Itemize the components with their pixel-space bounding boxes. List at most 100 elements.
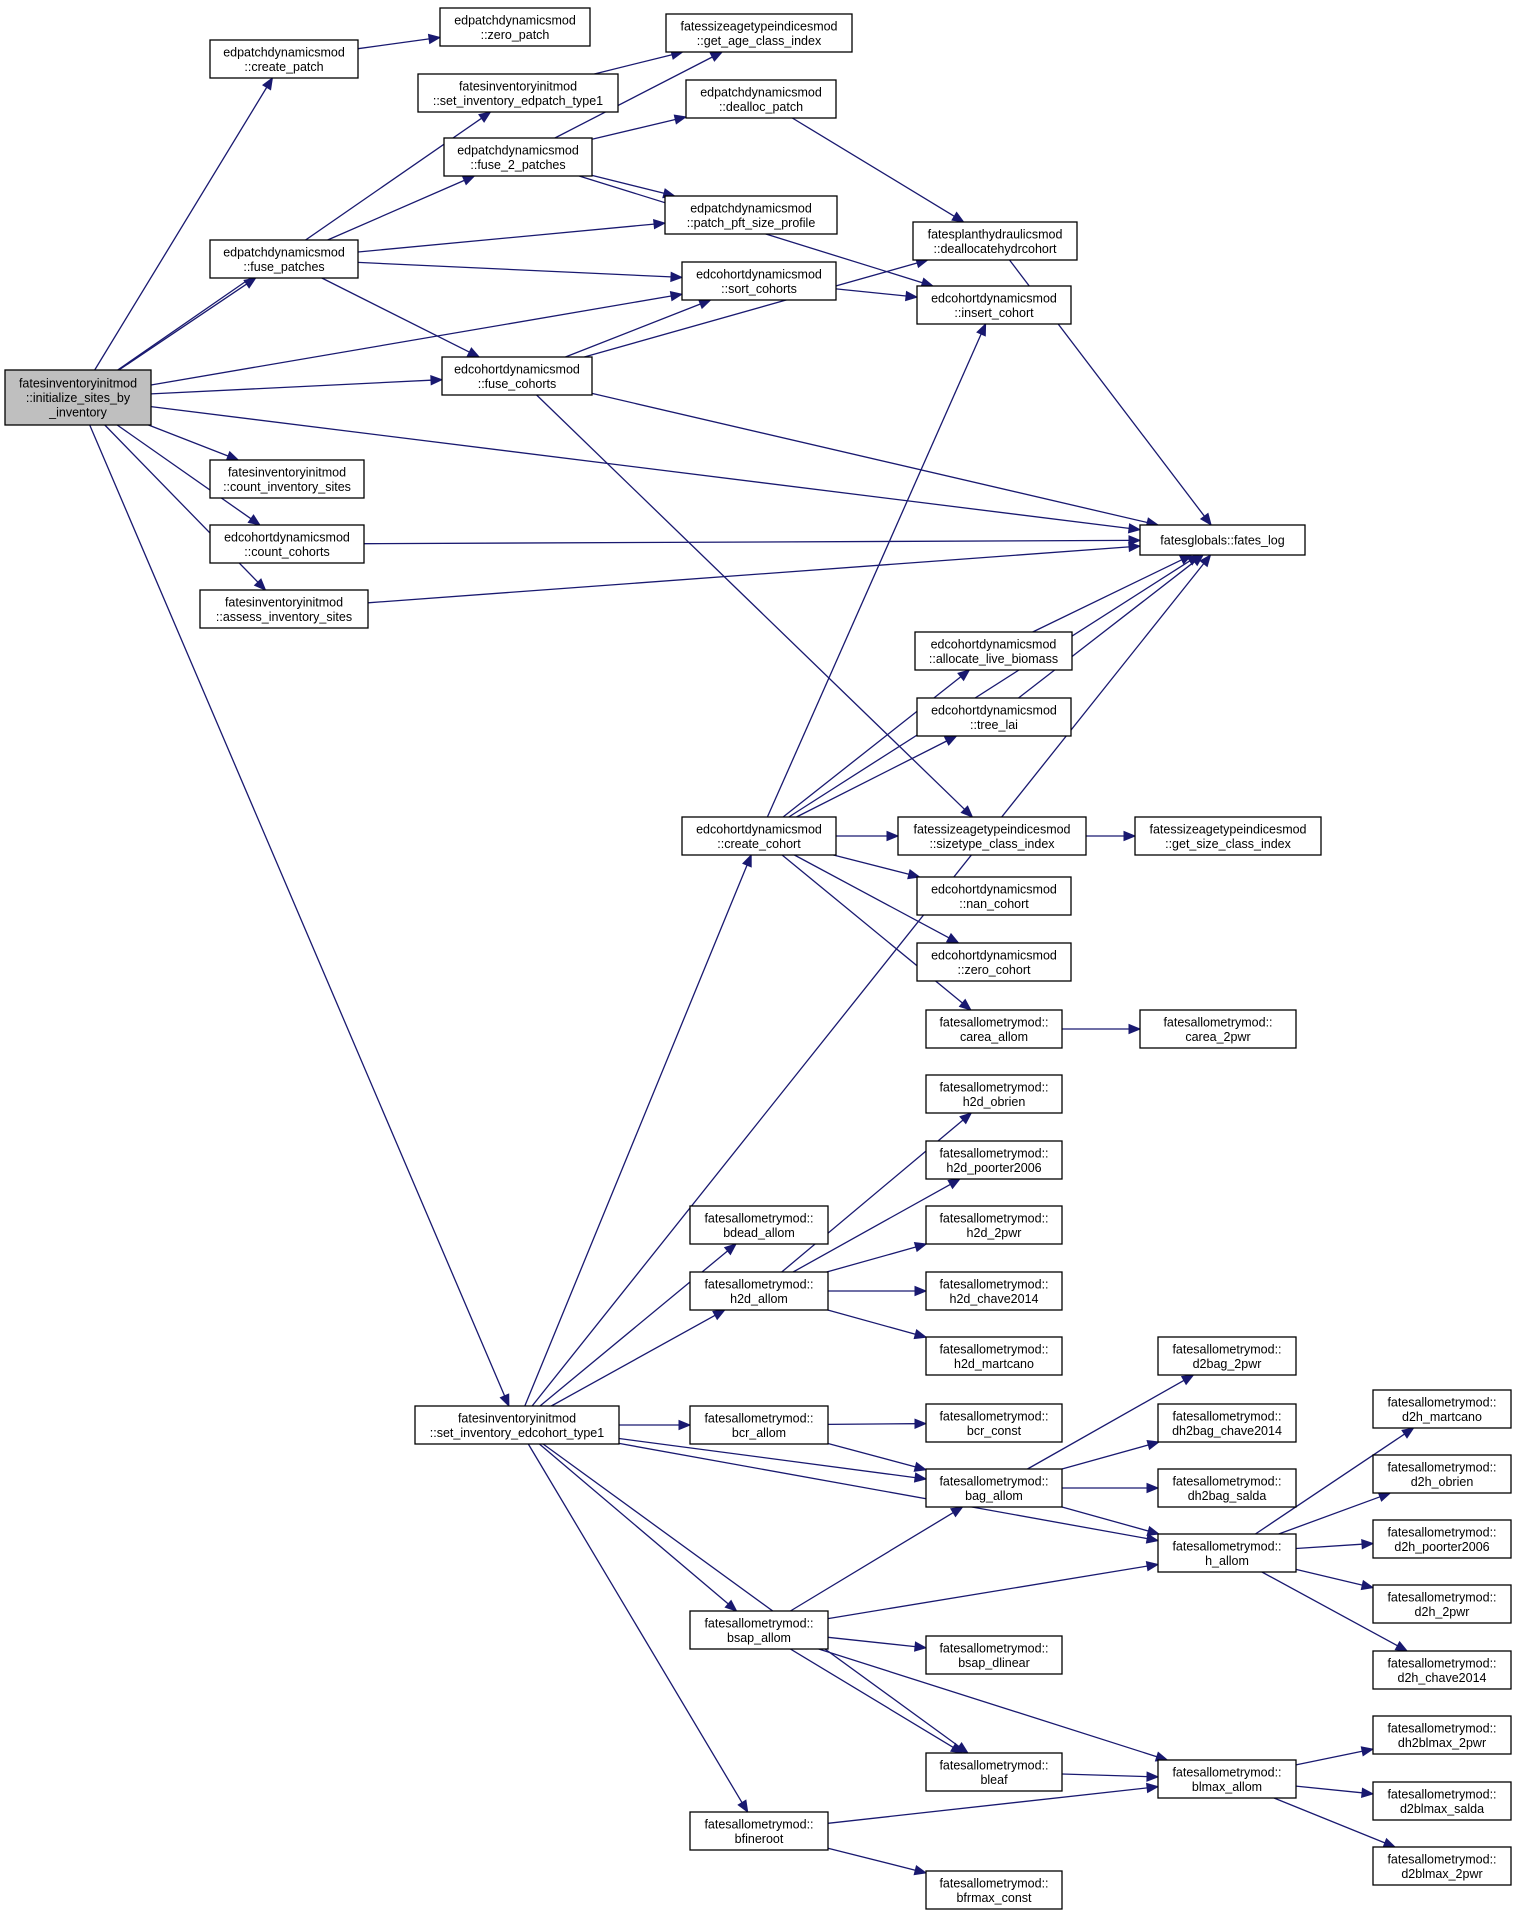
node-d2bag-2pwr[interactable]: fatesallometrymod::d2bag_2pwr xyxy=(1157,1336,1297,1376)
edge-bag_allom-to-dh2bag_salda xyxy=(1062,1482,1160,1494)
node-h-allom[interactable]: fatesallometrymod::h_allom xyxy=(1157,1533,1297,1573)
node-carea-2pwr[interactable]: fatesallometrymod::carea_2pwr xyxy=(1139,1009,1297,1049)
node-d2h-poorter[interactable]: fatesallometrymod::d2h_poorter2006 xyxy=(1372,1519,1512,1559)
node-patch-pft[interactable]: edpatchdynamicsmod::patch_pft_size_profi… xyxy=(664,195,838,235)
node-label-line: blmax_allom xyxy=(1192,1780,1262,1794)
edge-line xyxy=(1061,1444,1149,1470)
node-nan-cohort[interactable]: edcohortdynamicsmod::nan_cohort xyxy=(916,876,1072,916)
node-tree-lai[interactable]: edcohortdynamicsmod::tree_lai xyxy=(916,697,1072,737)
edge-root-to-set_edcohort xyxy=(89,424,510,1408)
node-dealloc-patch[interactable]: edpatchdynamicsmod::dealloc_patch xyxy=(685,79,837,119)
edge-arrowhead xyxy=(947,1178,962,1190)
node-fuse-2-patches[interactable]: edpatchdynamicsmod::fuse_2_patches xyxy=(443,137,593,177)
edge-arrowhead xyxy=(253,578,267,591)
node-label-line: edpatchdynamicsmod xyxy=(457,143,579,157)
node-bfrmax-const[interactable]: fatesallometrymod::bfrmax_const xyxy=(925,1870,1063,1910)
node-h2d-allom[interactable]: fatesallometrymod::h2d_allom xyxy=(689,1271,829,1311)
node-count-cohorts[interactable]: edcohortdynamicsmod::count_cohorts xyxy=(209,524,365,564)
node-sizetype[interactable]: fatessizeagetypeindicesmod::sizetype_cla… xyxy=(897,816,1087,856)
node-label-line: fatesallometrymod:: xyxy=(1163,1015,1272,1029)
node-fates-log[interactable]: fatesglobals::fates_log xyxy=(1139,524,1306,556)
node-box xyxy=(925,1336,1063,1376)
node-dh2blmax-2pwr[interactable]: fatesallometrymod::dh2blmax_2pwr xyxy=(1372,1715,1512,1755)
node-label-line: fatesallometrymod:: xyxy=(704,1411,813,1425)
node-bdead-allom[interactable]: fatesallometrymod::bdead_allom xyxy=(689,1205,829,1245)
node-label-line: ::create_cohort xyxy=(717,837,801,851)
nodes-layer: fatesinventoryinitmod::initialize_sites_… xyxy=(4,7,1512,1910)
node-set-edpatch[interactable]: fatesinventoryinitmod::set_inventory_edp… xyxy=(417,73,619,113)
node-label-line: h_allom xyxy=(1205,1554,1249,1568)
node-fuse-cohorts[interactable]: edcohortdynamicsmod::fuse_cohorts xyxy=(441,356,593,396)
node-h2d-poorter[interactable]: fatesallometrymod::h2d_poorter2006 xyxy=(925,1140,1063,1180)
node-count-inv-sites[interactable]: fatesinventoryinitmod::count_inventory_s… xyxy=(209,459,365,499)
node-bfineroot[interactable]: fatesallometrymod::bfineroot xyxy=(689,1811,829,1851)
edge-arrowhead xyxy=(742,853,752,868)
node-dh2bag-chave[interactable]: fatesallometrymod::dh2bag_chave2014 xyxy=(1157,1403,1297,1443)
edge-assess_inv-to-fates_log xyxy=(367,541,1142,604)
node-blmax-allom[interactable]: fatesallometrymod::blmax_allom xyxy=(1157,1759,1297,1799)
node-d2h-obrien[interactable]: fatesallometrymod::d2h_obrien xyxy=(1372,1454,1512,1494)
edge-arrowhead xyxy=(1394,1640,1409,1652)
node-bleaf[interactable]: fatesallometrymod::bleaf xyxy=(925,1752,1063,1792)
node-bcr-allom[interactable]: fatesallometrymod::bcr_allom xyxy=(689,1405,829,1445)
node-set-edcohort[interactable]: fatesinventoryinitmod::set_inventory_edc… xyxy=(414,1405,620,1445)
edge-arrowhead xyxy=(430,374,444,386)
edge-line xyxy=(827,1847,916,1871)
node-box xyxy=(925,1140,1063,1180)
edge-set_edcohort-to-bag_allom xyxy=(618,1437,928,1483)
node-h2d-2pwr[interactable]: fatesallometrymod::h2d_2pwr xyxy=(925,1205,1063,1245)
node-fuse-patches[interactable]: edpatchdynamicsmod::fuse_patches xyxy=(209,239,359,279)
node-bsap-allom[interactable]: fatesallometrymod::bsap_allom xyxy=(689,1610,829,1650)
node-h2d-obrien[interactable]: fatesallometrymod::h2d_obrien xyxy=(925,1074,1063,1114)
node-box xyxy=(681,816,837,856)
node-carea-allom[interactable]: fatesallometrymod::carea_allom xyxy=(925,1009,1063,1049)
node-d2h-chave[interactable]: fatesallometrymod::d2h_chave2014 xyxy=(1372,1650,1512,1690)
node-zero-patch[interactable]: edpatchdynamicsmod::zero_patch xyxy=(439,7,591,47)
node-dealloc-hydr[interactable]: fatesplanthydraulicsmod::deallocatehydrc… xyxy=(912,221,1078,261)
node-h2d-martcano[interactable]: fatesallometrymod::h2d_martcano xyxy=(925,1336,1063,1376)
edge-arrowhead xyxy=(1361,1787,1375,1798)
node-alloc-live[interactable]: edcohortdynamicsmod::allocate_live_bioma… xyxy=(914,631,1073,671)
edge-line xyxy=(321,277,470,353)
edge-arrowhead xyxy=(1146,1771,1160,1782)
node-d2h-2pwr[interactable]: fatesallometrymod::d2h_2pwr xyxy=(1372,1584,1512,1624)
edge-set_edcohort-to-fates_log xyxy=(531,553,1212,1407)
edge-line xyxy=(594,54,673,75)
node-label-line: ::fuse_patches xyxy=(243,260,324,274)
node-bsap-dlinear[interactable]: fatesallometrymod::bsap_dlinear xyxy=(925,1635,1063,1675)
node-dh2bag-salda[interactable]: fatesallometrymod::dh2bag_salda xyxy=(1157,1468,1297,1508)
node-sort-cohorts[interactable]: edcohortdynamicsmod::sort_cohorts xyxy=(681,261,837,301)
node-box xyxy=(1372,1389,1512,1429)
node-bag-allom[interactable]: fatesallometrymod::bag_allom xyxy=(925,1468,1063,1508)
node-box xyxy=(1157,1759,1297,1799)
node-label-line: edpatchdynamicsmod xyxy=(700,85,822,99)
edge-tree_lai-to-fates_log xyxy=(1018,554,1205,699)
node-create-patch[interactable]: edpatchdynamicsmod::create_patch xyxy=(209,39,359,79)
node-box xyxy=(1134,816,1322,856)
edge-line xyxy=(827,1787,1148,1824)
node-get-size-class[interactable]: fatessizeagetypeindicesmod::get_size_cla… xyxy=(1134,816,1322,856)
edge-fuse_patches-to-fuse_2_patches xyxy=(327,175,476,241)
edge-arrowhead xyxy=(225,450,240,461)
edge-arrowhead xyxy=(723,1243,738,1256)
node-box xyxy=(209,524,365,564)
node-d2blmax-salda[interactable]: fatesallometrymod::d2blmax_salda xyxy=(1372,1781,1512,1821)
node-box xyxy=(925,1074,1063,1114)
node-root[interactable]: fatesinventoryinitmod::initialize_sites_… xyxy=(4,369,152,426)
node-bcr-const[interactable]: fatesallometrymod::bcr_const xyxy=(925,1403,1063,1443)
node-h2d-chave[interactable]: fatesallometrymod::h2d_chave2014 xyxy=(925,1271,1063,1311)
node-insert-cohort[interactable]: edcohortdynamicsmod::insert_cohort xyxy=(916,285,1072,325)
node-box xyxy=(897,816,1087,856)
node-assess-inv[interactable]: fatesinventoryinitmod::assess_inventory_… xyxy=(199,589,369,629)
edge-arrowhead xyxy=(949,1506,964,1518)
node-d2h-martcano[interactable]: fatesallometrymod::d2h_martcano xyxy=(1372,1389,1512,1429)
node-zero-cohort[interactable]: edcohortdynamicsmod::zero_cohort xyxy=(916,942,1072,982)
node-get-age-class[interactable]: fatessizeagetypeindicesmod::get_age_clas… xyxy=(665,13,853,53)
node-create-cohort[interactable]: edcohortdynamicsmod::create_cohort xyxy=(681,816,837,856)
edge-line xyxy=(591,392,1148,524)
node-label-line: fatesallometrymod:: xyxy=(1387,1590,1496,1604)
edge-carea_allom-to-carea_2pwr xyxy=(1062,1023,1142,1035)
edge-arrowhead xyxy=(1377,1492,1392,1502)
node-d2blmax-2pwr[interactable]: fatesallometrymod::d2blmax_2pwr xyxy=(1372,1846,1512,1886)
node-box xyxy=(925,1009,1063,1049)
